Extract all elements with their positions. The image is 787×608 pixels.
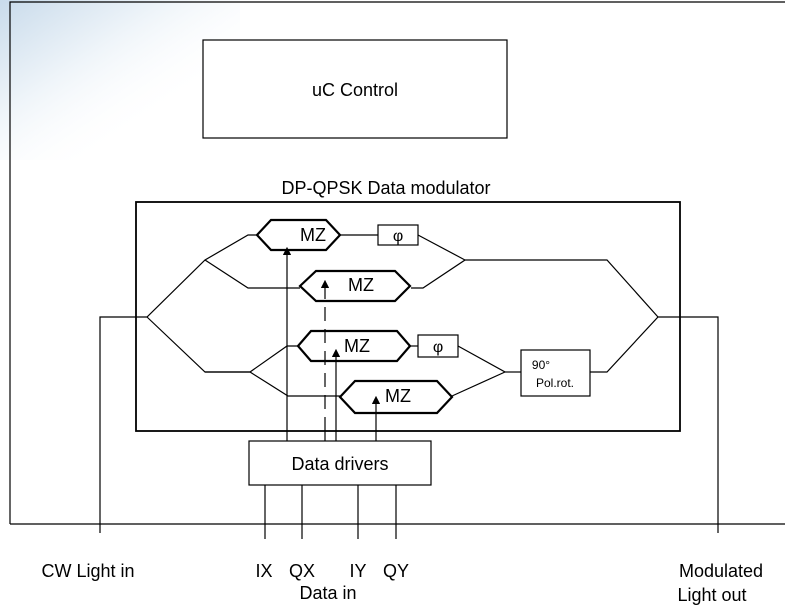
mz-4-shape (338, 379, 454, 415)
corner-tint (0, 0, 240, 160)
qx-label: QX (289, 561, 315, 581)
mz-4-label: MZ (385, 386, 411, 406)
data-drivers-label: Data drivers (291, 454, 388, 474)
uc-control-box (202, 39, 508, 139)
phase-shifter-1-label: φ (393, 228, 403, 245)
mz-3-shape (296, 329, 412, 363)
mz-1-label: MZ (300, 225, 326, 245)
modulated-light-out-label-1: Modulated (679, 561, 763, 581)
qy-label: QY (383, 561, 409, 581)
ix-label: IX (255, 561, 272, 581)
mz-1-shape (255, 218, 342, 252)
data-drivers-box (248, 440, 432, 486)
outer-enclosure (9, 1, 785, 525)
pol-rotator-line1: 90° (532, 358, 550, 372)
pol-rotator-line2: Pol.rot. (536, 376, 574, 390)
mz-2-shape (298, 269, 412, 303)
data-input-lines (264, 485, 397, 539)
mz-2-label: MZ (348, 275, 374, 295)
pol-rotator-box (520, 349, 591, 397)
iy-label: IY (349, 561, 366, 581)
data-in-label: Data in (299, 583, 356, 603)
modulator-title: DP-QPSK Data modulator (281, 178, 490, 198)
cw-light-in-label: CW Light in (41, 561, 134, 581)
phase-shifter-1 (377, 224, 419, 246)
mz-3-label: MZ (344, 336, 370, 356)
phase-shifter-2 (417, 334, 459, 358)
modulated-light-out-label-2: Light out (677, 585, 746, 605)
uc-control-label: uC Control (312, 80, 398, 100)
optical-paths (99, 234, 719, 533)
driver-signal-lines (282, 246, 381, 441)
phase-shifter-2-label: φ (433, 339, 443, 356)
